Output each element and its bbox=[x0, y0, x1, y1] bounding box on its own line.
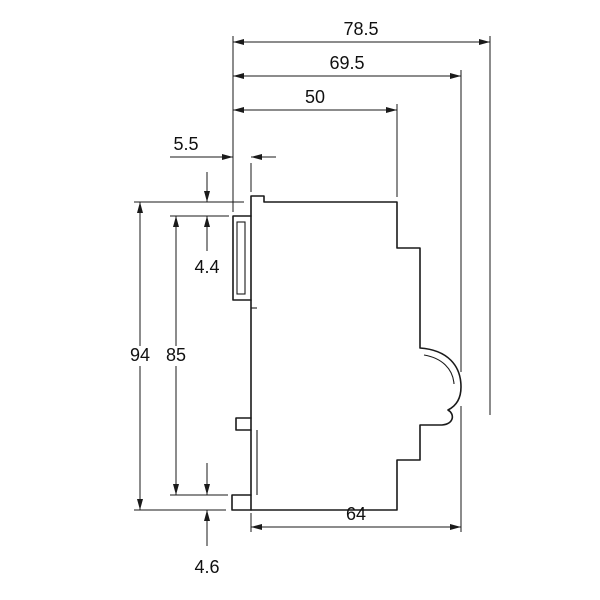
din-claw bbox=[235, 417, 252, 431]
dimension-terminal-lip: 5.5 bbox=[170, 134, 276, 160]
breaker-profile bbox=[231, 195, 462, 511]
dim-label-terminal-lip: 5.5 bbox=[173, 134, 198, 154]
dim-label-upper-width: 50 bbox=[305, 87, 325, 107]
dim-label-upper-offset: 4.4 bbox=[194, 257, 219, 277]
dim-label-inner-height: 85 bbox=[166, 345, 186, 365]
terminal-screw-slot bbox=[236, 221, 246, 295]
dimension-lower-offset: 4.6 bbox=[194, 463, 220, 577]
dimension-inner-height: 85 bbox=[160, 216, 192, 495]
dim-label-lower-offset: 4.6 bbox=[194, 557, 219, 577]
dimension-upper-offset: 4.4 bbox=[194, 172, 220, 277]
body-outline bbox=[250, 195, 462, 511]
dimension-width-to-handle: 69.5 bbox=[233, 53, 461, 79]
toggle-inner-line bbox=[423, 354, 455, 385]
din-clip bbox=[231, 494, 252, 511]
dimension-lines: 78.5 69.5 50 5.5 4.4 94 85 bbox=[124, 19, 490, 577]
dimension-overall-height: 94 bbox=[124, 202, 156, 510]
dimension-lower-width: 64 bbox=[251, 504, 461, 530]
dim-label-width-to-handle: 69.5 bbox=[329, 53, 364, 73]
terminal-lip bbox=[232, 215, 252, 301]
dimension-overall-width: 78.5 bbox=[233, 19, 490, 45]
dim-label-overall-height: 94 bbox=[130, 345, 150, 365]
dim-label-overall-width: 78.5 bbox=[343, 19, 378, 39]
dim-label-lower-width: 64 bbox=[346, 504, 366, 524]
dimension-upper-width: 50 bbox=[233, 87, 397, 113]
